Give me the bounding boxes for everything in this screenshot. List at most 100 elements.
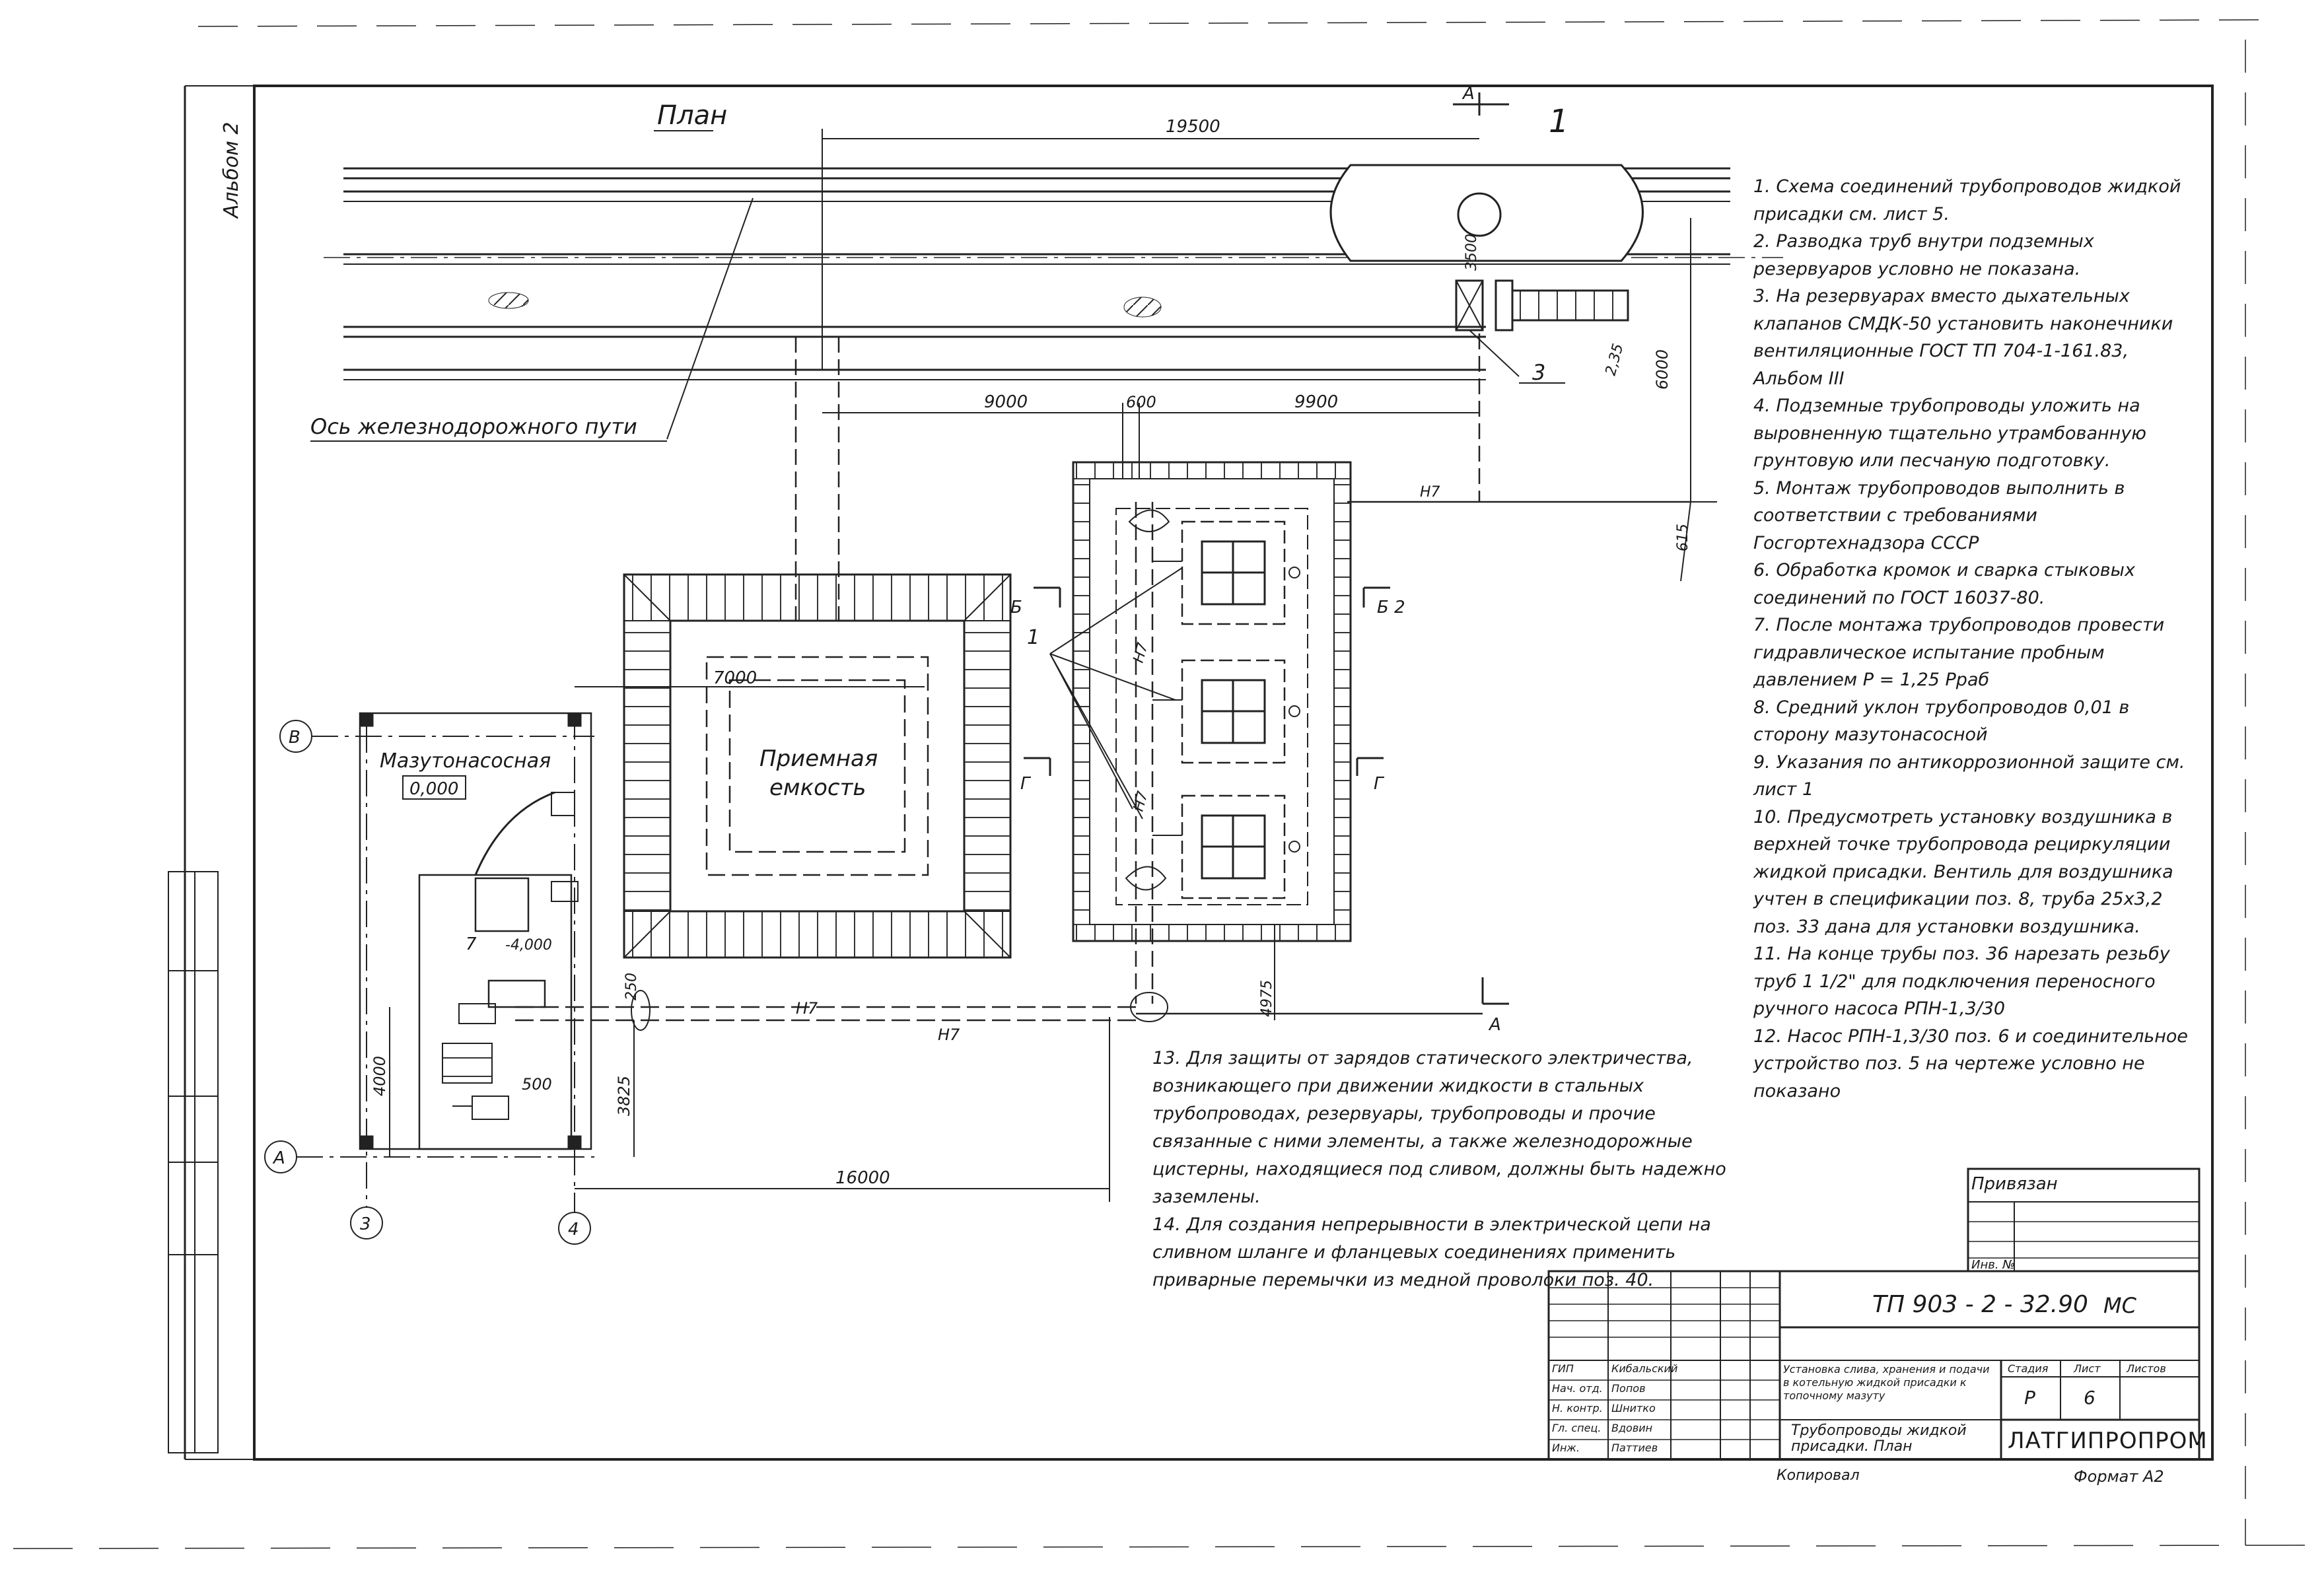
- tb-role-1: ГИП: [1552, 1362, 1574, 1375]
- dim-615-label: 615: [1675, 524, 1691, 551]
- tb-role-3: Н. контр.: [1552, 1402, 1603, 1414]
- dim-4000-label: 4000: [370, 1056, 389, 1096]
- pump-level-box: [402, 775, 466, 800]
- title-block: [1547, 1168, 2201, 1461]
- dim-9900-label: 9900: [1294, 392, 1338, 412]
- tb-inv: Инв. №: [1971, 1258, 2016, 1272]
- axis-a: А: [272, 1148, 285, 1168]
- receiving-tank-line1: Приемная: [759, 746, 878, 772]
- notes-lower: 13. Для защиты от зарядов статического э…: [1152, 1045, 1750, 1294]
- pipeline-main: [794, 333, 1691, 710]
- note-11: 11. На конце трубы поз. 36 нарезать резь…: [1753, 944, 2170, 1019]
- note-6: 6. Обработка кромок и сварка стыковых со…: [1753, 560, 2135, 608]
- note-13: 13. Для защиты от зарядов статического э…: [1152, 1048, 1726, 1207]
- tb-sheet: 6: [2084, 1387, 2095, 1409]
- receiving-tank: [623, 573, 1012, 959]
- tb-stage-h: Стадия: [2008, 1362, 2049, 1375]
- dim-7000-label: 7000: [713, 668, 757, 688]
- note-14: 14. Для создания непрерывности в электри…: [1152, 1214, 1711, 1290]
- axis-4: 4: [568, 1220, 579, 1239]
- pipe-h7-top: Н7: [1420, 484, 1440, 501]
- axis-v: В: [289, 728, 300, 748]
- tb-project-name: Установка слива, хранения и подачи в кот…: [1783, 1363, 1990, 1402]
- pos3-leader: [1469, 330, 1520, 377]
- note-2: 2. Разводка труб внутри подземных резерв…: [1753, 231, 2094, 279]
- tb-code: ТП 903 - 2 - 32.90: [1872, 1291, 2088, 1318]
- note-10: 10. Предусмотреть установку воздушника в…: [1753, 806, 2173, 937]
- tb-role-4: Гл. спец.: [1552, 1422, 1602, 1434]
- receiving-tank-label: Приемная емкость: [759, 746, 885, 801]
- note-1: 1. Схема соединений трубопроводов жидкой…: [1753, 176, 2181, 225]
- note-4: 4. Подземные трубопроводы уложить на выр…: [1753, 396, 2147, 471]
- note-8: 8. Средний уклон трубопроводов 0,01 в ст…: [1753, 697, 2130, 746]
- dim-500-label: 500: [522, 1075, 552, 1094]
- dim-6000-label: 6000: [1653, 349, 1672, 390]
- section-marks: [1024, 586, 1509, 1005]
- dim-3500-label: 3500: [1463, 234, 1480, 271]
- axis-leader: [666, 197, 754, 440]
- notes-list: 1. Схема соединений трубопроводов жидкой…: [1753, 173, 2202, 1105]
- note-12: 12. Насос РПН-1,3/30 поз. 6 и соединител…: [1753, 1026, 2189, 1101]
- bend-marker-2: [631, 990, 651, 1031]
- tb-name-3: Шнитко: [1611, 1402, 1656, 1414]
- pump-station: [359, 712, 592, 1150]
- dim-9000-label: 9000: [984, 392, 1028, 412]
- dim-19500: [822, 129, 1479, 370]
- pos1-label: 1: [1027, 626, 1039, 649]
- tb-name-4: Вдовин: [1611, 1422, 1653, 1434]
- tb-privyazan: Привязан: [1971, 1174, 2058, 1194]
- pump-station-label: Мазутонасосная: [380, 750, 551, 773]
- section-g-right: Г: [1374, 774, 1385, 794]
- dim-19500-label: 19500: [1166, 117, 1220, 137]
- tb-role-2: Нач. отд.: [1552, 1382, 1603, 1395]
- dims-pump: [389, 924, 1275, 1202]
- grid-axes: [264, 713, 594, 1245]
- album-label: Альбом 2: [220, 122, 243, 220]
- reservoir-block: [1072, 461, 1352, 1004]
- pos3-label: 3: [1532, 360, 1545, 385]
- pipeline-h7: [515, 1006, 1483, 1022]
- side-stamp: [168, 871, 219, 1453]
- note-3: 3. На резервуарах вместо дыхательных кла…: [1753, 286, 2173, 389]
- tb-org: ЛАТГИПРОПРОМ: [2008, 1428, 2208, 1454]
- pipe-h7-b: Н7: [938, 1026, 960, 1044]
- note-7: 7. После монтажа трубопроводов провести …: [1753, 615, 2165, 690]
- hatched-spot-1: [488, 292, 529, 309]
- dim-3825-label: 3825: [615, 1076, 633, 1116]
- pos7-label: 7: [466, 934, 477, 954]
- tb-sheet-name: Трубопроводы жидкой присадки. План: [1791, 1422, 1967, 1455]
- pos1-leaders: [1049, 567, 1183, 819]
- tb-copied: Копировал: [1777, 1467, 1860, 1484]
- axis-label: Ось железнодорожного пути: [310, 414, 637, 439]
- axis-3: 3: [360, 1214, 371, 1234]
- section-b-right: Б 2: [1377, 598, 1405, 617]
- tb-stage: Р: [2024, 1387, 2035, 1409]
- receiving-tank-line2: емкость: [769, 775, 866, 801]
- section-mark-label: 1: [1549, 103, 1569, 140]
- dim-250-label: 250: [623, 973, 640, 1000]
- tank-car: [1329, 164, 1644, 331]
- tb-name-2: Попов: [1611, 1382, 1646, 1395]
- section-mark-1: [1453, 92, 1509, 116]
- note-9: 9. Указания по антикоррозионной защите с…: [1753, 751, 2185, 800]
- sheet-frame: [13, 19, 2312, 1549]
- tb-sheets-h: Листов: [2127, 1362, 2166, 1375]
- dim-600-label: 600: [1126, 393, 1156, 411]
- tb-role-5: Инж.: [1552, 1442, 1580, 1454]
- pump-level: 0,000: [409, 779, 458, 799]
- tb-sheet-h: Лист: [2074, 1362, 2101, 1375]
- section-b-left: Б: [1010, 598, 1022, 617]
- hatched-spot-2: [1123, 296, 1162, 318]
- tb-mark: МС: [2103, 1293, 2136, 1318]
- note-5: 5. Монтаж трубопроводов выполнить в соот…: [1753, 477, 2125, 553]
- page-title: План: [657, 100, 727, 131]
- dim-235-label: 2,35: [1603, 342, 1627, 378]
- pump-level2: -4,000: [505, 937, 552, 954]
- dim-16000-label: 16000: [835, 1168, 890, 1188]
- section-g-left: Г: [1020, 774, 1032, 794]
- section-a-bottom: А: [1488, 1015, 1501, 1035]
- pipe-h7-a: Н7: [796, 999, 818, 1018]
- tb-format: Формат А2: [2074, 1467, 2164, 1486]
- tb-name-5: Паттиев: [1611, 1442, 1658, 1454]
